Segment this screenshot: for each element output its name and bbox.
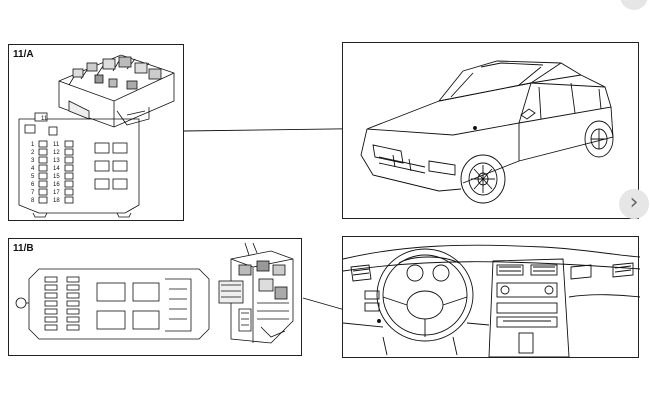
fuse-number-right: 13 — [53, 158, 60, 164]
fuse-slot-right — [64, 148, 74, 156]
chevron-right-icon: › — [629, 189, 639, 215]
fuse-slot-right — [64, 180, 74, 188]
fuse-slot-b — [66, 276, 80, 283]
fuse-slot-b — [44, 316, 58, 323]
next-button[interactable]: › — [619, 189, 649, 219]
fuse-slot-b — [44, 284, 58, 291]
fuse-slot-right — [64, 172, 74, 180]
fuse-number-top: 11 — [41, 116, 48, 122]
fuse-slot-b — [44, 308, 58, 315]
fuse-number-left: 5 — [31, 174, 35, 180]
panel-dashboard — [342, 236, 640, 358]
fuse-slot-b — [44, 292, 58, 299]
fuse-number-left: 7 — [31, 190, 35, 196]
fuse-slot-left — [38, 172, 48, 180]
fuse-slot-left — [38, 140, 48, 148]
fuse-slot-b — [66, 316, 80, 323]
fuse-number-right: 16 — [53, 182, 60, 188]
fuse-slot-right — [64, 140, 74, 148]
fuse-number-left: 3 — [31, 158, 35, 164]
fuse-number-right: 14 — [53, 166, 60, 172]
fuse-slot-b — [44, 300, 58, 307]
fuse-number-left: 4 — [31, 166, 35, 172]
fuse-number-right: 15 — [53, 174, 60, 180]
fuse-slot-b — [44, 324, 58, 331]
fuse-slot-left — [38, 164, 48, 172]
fuse-slot-b — [66, 300, 80, 307]
dashboard-illustration — [343, 244, 640, 358]
fuse-slot-b — [66, 324, 80, 331]
fuse-number-left: 2 — [31, 150, 35, 156]
panel-label-a: 11/A — [13, 49, 34, 60]
fuse-number-right: 12 — [53, 150, 60, 156]
fuse-slot-b — [44, 276, 58, 283]
fuse-slot-left — [38, 196, 48, 204]
fuse-slot-b — [66, 308, 80, 315]
fuse-slot-left — [38, 148, 48, 156]
fuse-slot-left — [38, 156, 48, 164]
panel-fuse-box-a: 11/A — [8, 44, 184, 221]
fuse-box-b-drawing — [15, 242, 294, 344]
fuse-slot-b — [66, 284, 80, 291]
close-button[interactable] — [620, 0, 648, 10]
fuse-slot-right — [64, 188, 74, 196]
fuse-number-right: 18 — [53, 198, 60, 204]
fuse-slot-right — [64, 164, 74, 172]
fuse-number-right: 11 — [53, 142, 60, 148]
fuse-number-left: 6 — [31, 182, 35, 188]
fuse-slot-left — [38, 180, 48, 188]
panel-car-exterior — [342, 42, 639, 219]
fuse-number-left: 1 — [31, 142, 35, 148]
fuse-number-right: 17 — [53, 190, 60, 196]
fuse-number-left: 8 — [31, 198, 35, 204]
panel-label-b: 11/B — [13, 243, 34, 254]
fuse-slot-right — [64, 196, 74, 204]
fuse-slot-b — [66, 292, 80, 299]
car-illustration — [360, 60, 614, 204]
fuse-slot-left — [38, 188, 48, 196]
fuse-slot-right — [64, 156, 74, 164]
panel-fuse-box-b: 11/B — [8, 238, 302, 356]
